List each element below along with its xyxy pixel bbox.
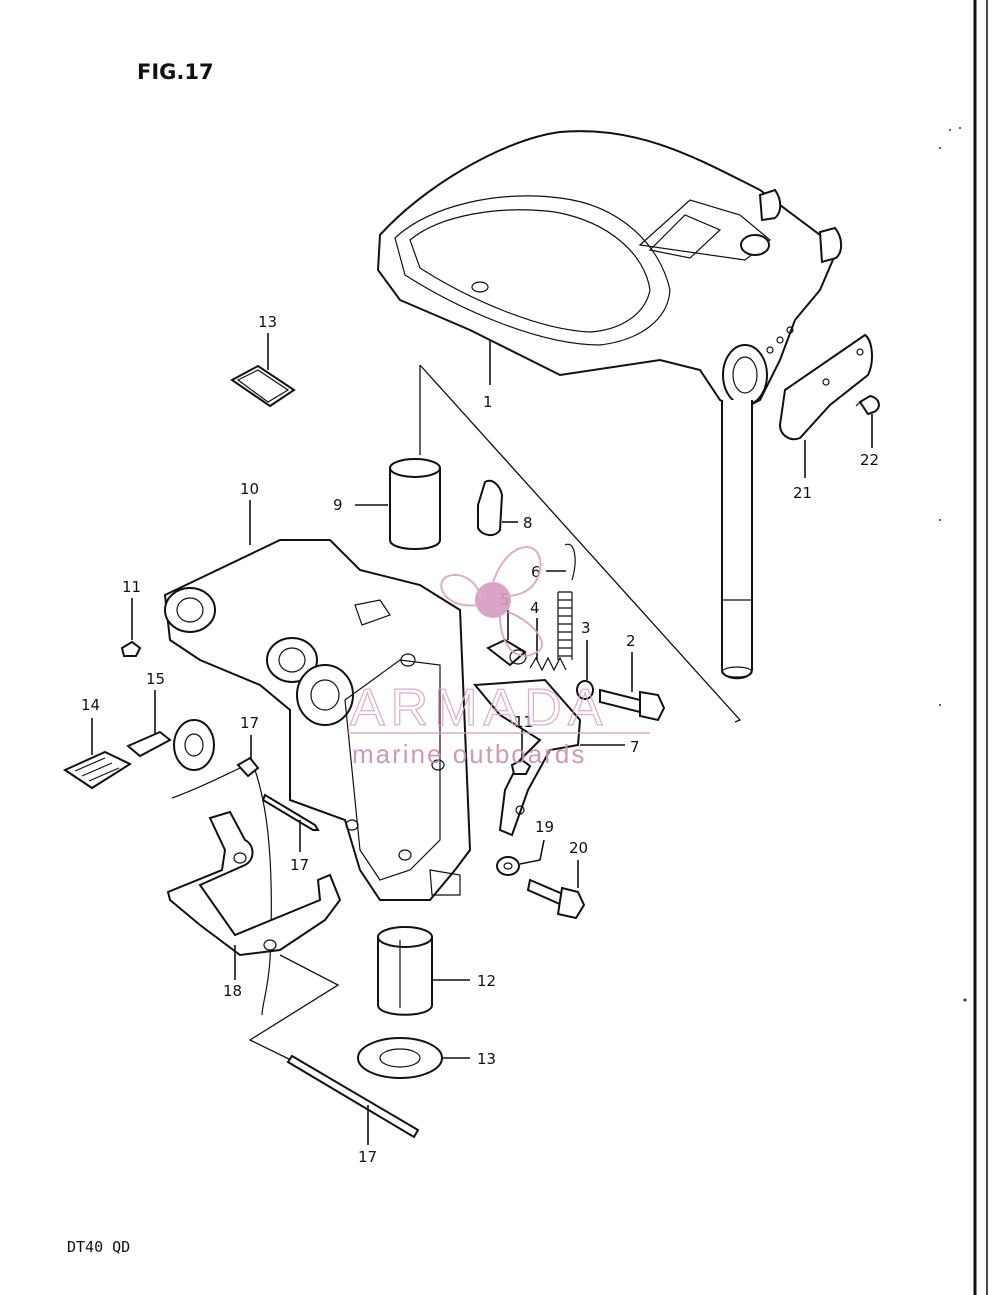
callout-20: 18 [223,982,242,1000]
callout-7: 7 [630,738,640,756]
callout-23: 21 [793,484,812,502]
part-7-lock-plate [472,678,582,837]
callout-2: 2 [626,632,636,650]
scan-specks [939,127,967,1002]
callout-1: 1 [483,393,493,411]
watermark-logo-icon [440,546,543,657]
callout-18: 17 [240,714,259,732]
part-5-collar [486,638,527,667]
callout-19: 17 [358,1148,377,1166]
callout-9: 9 [333,496,343,514]
callout-13: 13 [477,1050,496,1068]
part-13-thrust-washer [357,1037,443,1079]
callout-11-left: 11 [122,578,141,596]
part-3-washer [576,680,594,700]
watermark: ARMADA marine outboards [348,546,650,769]
part-8-bushing-half [477,479,504,536]
callout-16: 15 [146,670,165,688]
part-2-bolt [599,688,666,722]
part-9-upper-bushing [389,458,441,550]
part-22-bolt [526,878,586,920]
part-15-lever-grip [62,750,133,790]
part-18-spring-clip [171,756,272,1016]
callout-6: 6 [531,563,541,581]
part-12-lower-bushing [377,926,433,1016]
leader-21 [519,839,545,865]
callout-10: 10 [240,480,259,498]
part-16-tilt-lever [126,719,215,771]
part-10-swivel-bracket [163,539,472,901]
callout-3: 3 [581,619,591,637]
part-23-cover-plate [778,333,873,441]
part-1-steering-bracket [376,130,843,680]
callout-21: 19 [535,818,554,836]
part-6-spring-long [557,543,576,660]
watermark-brand: ARMADA [350,679,608,737]
callout-22: 20 [569,839,588,857]
part-21-washer [496,856,520,876]
part-4-spring-short [529,656,567,672]
callout-4: 4 [530,599,540,617]
assembly-line-shaft [419,364,742,723]
assembly-line-pin [248,954,340,1063]
part-17-pin-left [261,793,320,831]
part-20-tilt-support [166,810,342,957]
callout-8: 8 [523,514,533,532]
callout-12: 12 [477,972,496,990]
callout-11-right: 11 [514,713,533,731]
part-11-grease-nipple-right [510,758,532,775]
part-24-screw [855,394,880,416]
watermark-tagline: marine outboards [352,739,586,769]
callout-17-left: 17 [290,856,309,874]
callout-24: 22 [860,451,879,469]
part-11-grease-nipple-left [120,640,142,657]
model-code: DT40 QD [67,1238,130,1256]
part-19-tilt-pin [286,1054,420,1139]
callout-14: 13 [258,313,277,331]
figure-title: FIG.17 [137,60,214,84]
callout-15: 14 [81,696,100,714]
part-14-decal [230,364,296,408]
